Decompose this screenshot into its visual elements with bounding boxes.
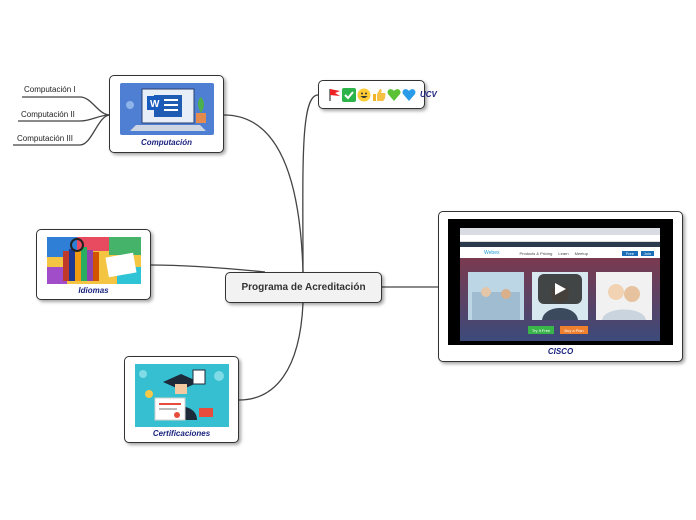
browser-address-bar <box>460 235 660 242</box>
play-button-icon[interactable] <box>538 274 582 304</box>
topic-cisco-caption: CISCO <box>547 347 574 356</box>
site-nav-2: Learn <box>558 250 569 256</box>
hero-photo-3 <box>596 272 652 320</box>
link-comp-3 <box>13 114 111 146</box>
svg-text:W: W <box>150 99 160 110</box>
video-frame[interactable]: Webex Products & Pricing Learn Meetup Fr… <box>448 219 673 345</box>
buy-plan-button: Buy a Plan <box>560 326 588 334</box>
topic-ucv-label: UCV <box>420 90 437 99</box>
graduate-certificate-illustration <box>135 364 229 427</box>
topic-computacion-caption: Computación <box>140 138 193 147</box>
link-certificaciones <box>238 302 304 401</box>
site-header: Webex Products & Pricing Learn Meetup Fr… <box>460 247 660 259</box>
topic-idiomas-caption: Idiomas <box>78 286 109 295</box>
grinning-face-icon <box>357 87 371 102</box>
red-flag-icon <box>328 87 341 102</box>
header-free-button: Free <box>621 250 638 256</box>
topic-ucv[interactable]: UCV <box>318 80 437 109</box>
central-topic-label: Programa de Acreditación <box>241 282 366 293</box>
central-topic[interactable]: Programa de Acreditación <box>225 272 382 303</box>
books-flags-illustration <box>47 237 141 284</box>
check-mark-icon <box>342 87 356 102</box>
blue-heart-icon <box>402 87 416 102</box>
header-join-button: Join <box>640 250 654 256</box>
topic-certificaciones[interactable]: Certificaciones <box>124 356 239 443</box>
topic-cisco[interactable]: Webex Products & Pricing Learn Meetup Fr… <box>438 211 683 362</box>
site-nav-1: Products & Pricing <box>519 250 553 256</box>
topic-computacion[interactable]: W Computación <box>109 75 224 153</box>
subtopic-computacion-1[interactable]: Computación I <box>24 85 76 94</box>
browser-tabbar <box>460 228 660 235</box>
topic-idiomas[interactable]: Idiomas <box>36 229 151 300</box>
site-name: Webex <box>484 250 500 256</box>
thumbs-up-icon <box>372 87 386 102</box>
link-computacion <box>223 114 304 273</box>
site-nav-3: Meetup <box>574 250 588 256</box>
link-emoji <box>302 94 319 273</box>
video-screenshot: Webex Products & Pricing Learn Meetup Fr… <box>460 228 660 341</box>
site-topbar <box>460 242 660 247</box>
link-idiomas <box>150 264 266 273</box>
hero-photo-1 <box>468 272 524 320</box>
subtopic-computacion-3[interactable]: Computación III <box>17 134 74 143</box>
subtopic-computacion-2[interactable]: Computación II <box>21 110 75 119</box>
topic-certificaciones-caption: Certificaciones <box>152 429 211 438</box>
word-laptop-illustration: W <box>120 83 214 135</box>
link-comp-1 <box>22 96 111 116</box>
green-heart-icon <box>387 87 401 102</box>
try-free-button: Try It Free <box>528 326 554 334</box>
